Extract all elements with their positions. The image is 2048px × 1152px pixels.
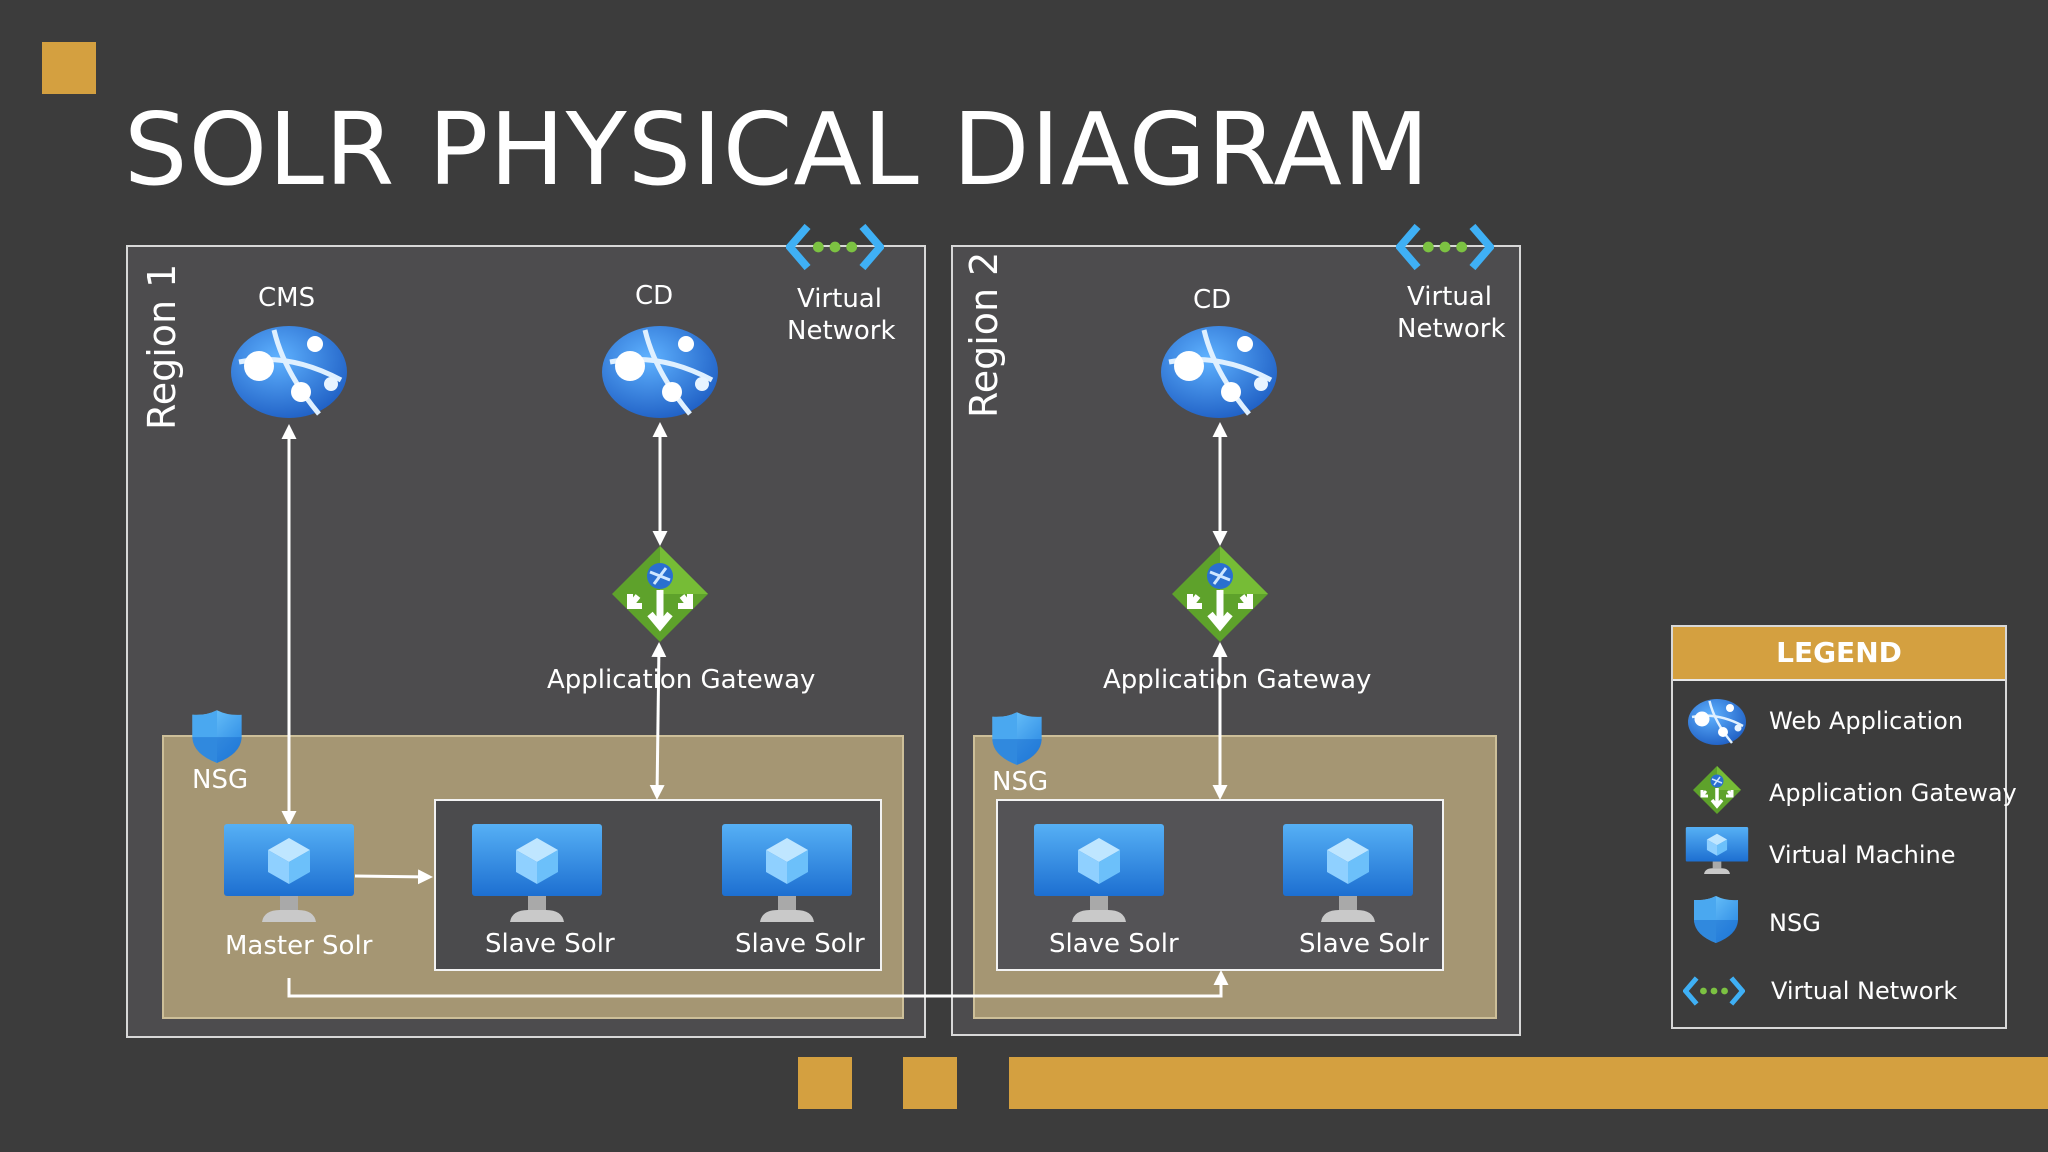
region-2-slave-solr-1-label: Slave Solr [1049, 929, 1179, 959]
region-2-slave-solr-1-vm-icon [1034, 824, 1164, 924]
region-2-nsg-shield-icon [989, 710, 1045, 766]
footer-accent-square-2 [903, 1057, 957, 1109]
legend-item-label: Application Gateway [1769, 779, 2017, 807]
legend-item-virtual-machine: Virtual Machine [1673, 825, 2005, 885]
cms-web-application-icon [228, 322, 350, 422]
nsg-shield-icon [1691, 893, 1741, 945]
master-solr-label: Master Solr [225, 931, 373, 961]
web-application-icon [1687, 691, 1747, 753]
cd-1-web-application-icon [599, 322, 721, 422]
legend-item-label: Virtual Network [1771, 977, 1958, 1005]
region-1-vnet-label-line1: Virtual [797, 284, 882, 314]
legend-item-label: Virtual Machine [1769, 841, 1956, 869]
virtual-machine-icon [1685, 827, 1749, 875]
region-1-label: Region 1 [140, 263, 184, 430]
legend-item-application-gateway: Application Gateway [1673, 763, 2017, 823]
region-1-slave-solr-1-label: Slave Solr [485, 929, 615, 959]
region-2-virtual-network-icon [1396, 222, 1494, 272]
legend-item-label: NSG [1769, 909, 1821, 937]
region-1-gateway-label: Application Gateway [547, 665, 816, 695]
legend-title: LEGEND [1673, 627, 2005, 681]
legend-item-web-application: Web Application [1673, 691, 2005, 751]
region-1-application-gateway-icon [598, 544, 722, 644]
region-2-application-gateway-icon [1158, 544, 1282, 644]
footer-accent-bar [1009, 1057, 2048, 1109]
region-1-slave-solr-2-label: Slave Solr [735, 929, 865, 959]
legend-item-nsg: NSG [1673, 893, 2005, 953]
corner-accent-square [42, 42, 96, 94]
region-1-nsg-label: NSG [192, 765, 249, 795]
cd-2-label: CD [1193, 285, 1232, 315]
cms-label: CMS [258, 283, 316, 313]
legend-item-virtual-network: Virtual Network [1673, 961, 2005, 1021]
footer-accent-square-1 [798, 1057, 852, 1109]
legend-panel: LEGEND Web Application Application Gatew… [1671, 625, 2017, 1029]
region-1-slave-solr-2-vm-icon [722, 824, 852, 924]
cd-2-web-application-icon [1158, 322, 1280, 422]
region-1-nsg-shield-icon [189, 708, 245, 764]
region-1-slave-solr-1-vm-icon [472, 824, 602, 924]
region-2-slave-solr-2-label: Slave Solr [1299, 929, 1429, 959]
region-2-nsg-label: NSG [992, 767, 1049, 797]
cd-1-label: CD [635, 281, 674, 311]
region-2-label: Region 2 [962, 251, 1006, 418]
virtual-network-icon [1683, 975, 1745, 1007]
region-2-vnet-label-line1: Virtual [1407, 282, 1492, 312]
region-1-virtual-network-icon [786, 222, 884, 272]
slide-title: SOLR PHYSICAL DIAGRAM [124, 91, 1431, 208]
region-2-slave-solr-2-vm-icon [1283, 824, 1413, 924]
legend-item-label: Web Application [1769, 707, 1964, 735]
region-1-vnet-label-line2: Network [787, 316, 896, 346]
master-solr-virtual-machine-icon [224, 824, 354, 924]
region-2-vnet-label-line2: Network [1397, 314, 1506, 344]
region-2-gateway-label: Application Gateway [1103, 665, 1372, 695]
application-gateway-icon [1687, 765, 1747, 815]
